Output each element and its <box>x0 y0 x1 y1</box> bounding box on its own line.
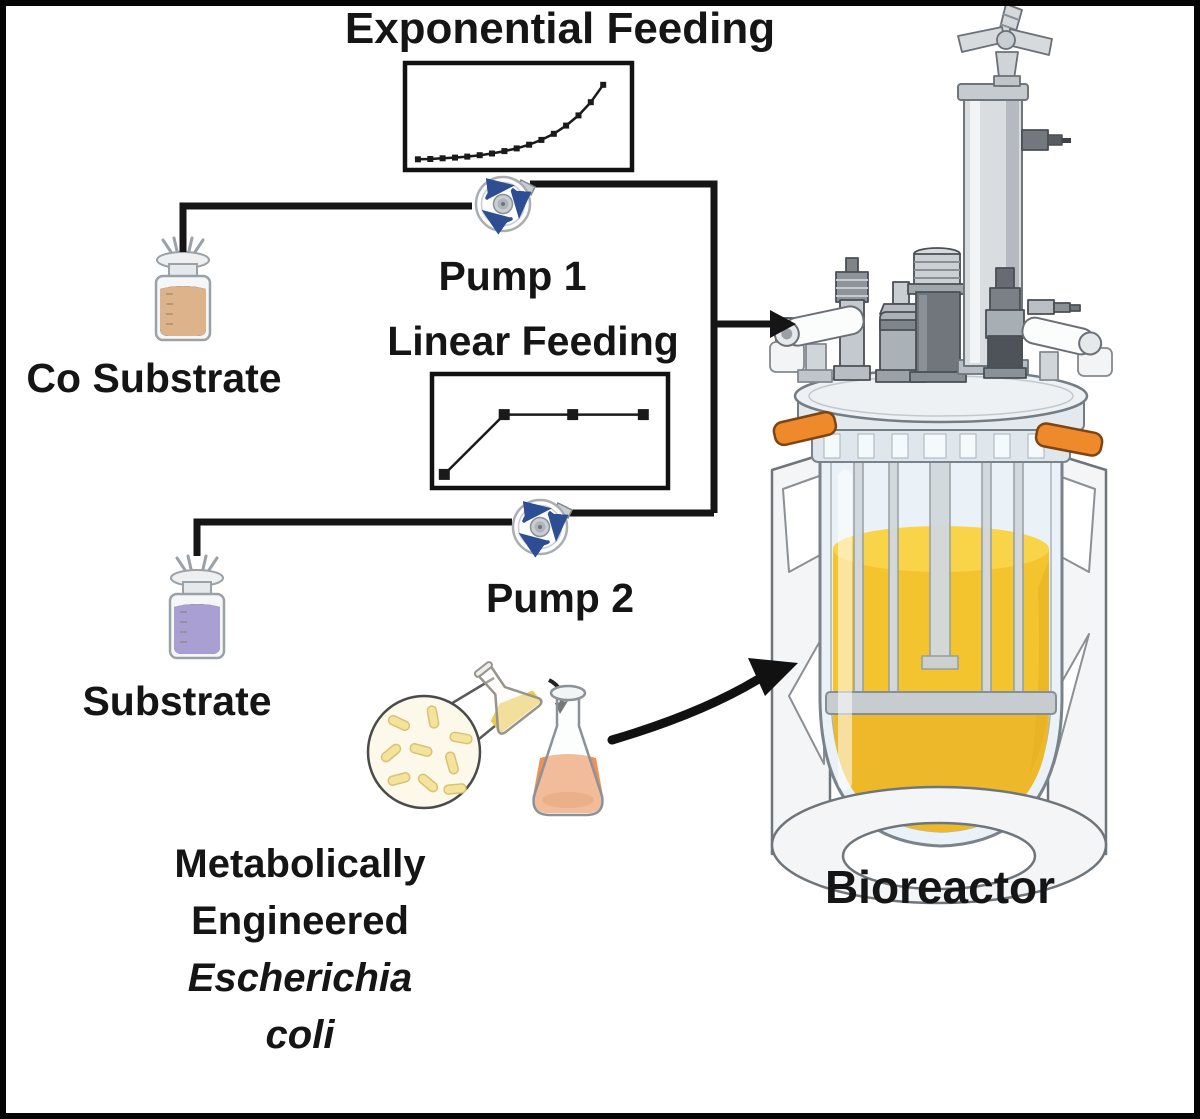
side-port-right <box>1021 316 1103 356</box>
pump1-icon <box>476 177 535 231</box>
stirrer-shaft <box>929 429 951 667</box>
ecoli-line1: Metabolically <box>174 842 426 886</box>
pump2-icon <box>513 500 572 554</box>
exponential-feeding-chart <box>402 60 635 173</box>
pump2-label: Pump 2 <box>485 575 635 621</box>
feed-lines <box>179 180 772 556</box>
bioreactor-label: Bioreactor <box>824 861 1056 913</box>
reactor-feed-arrowhead <box>770 310 796 338</box>
stand-cutout <box>782 474 823 573</box>
bacteria-cells <box>380 705 473 795</box>
top-cross-fitting <box>957 6 1053 87</box>
stand-base <box>770 785 1108 905</box>
inoculation-arrow <box>607 675 762 745</box>
head-plate-fittings <box>769 247 1113 383</box>
co-substrate-line <box>179 202 472 252</box>
column-side-port <box>1021 129 1049 151</box>
pump1-label: Pump 1 <box>438 253 587 299</box>
exponential-feeding-title: Exponential Feeding <box>344 4 776 53</box>
ecoli-line3: Escherichia <box>187 956 413 1000</box>
ecoli-line4: coli <box>265 1013 335 1057</box>
inoculum-illustration <box>366 658 798 817</box>
handle-left <box>772 410 838 447</box>
clamp-ring <box>825 691 1057 715</box>
substrate-line <box>193 518 512 556</box>
ecoli-label: Metabolically Engineered Escherichia col… <box>90 836 510 1064</box>
linear-feeding-chart <box>429 371 671 491</box>
co-substrate-label: Co Substrate <box>26 355 282 401</box>
linear-feeding-title: Linear Feeding <box>387 318 679 364</box>
substrate-bottle-icon <box>168 554 226 660</box>
ecoli-line2: Engineered <box>191 899 409 943</box>
erlenmeyer-flask-icon <box>532 684 604 817</box>
pump1-outlet-line <box>530 180 718 513</box>
bioreactor-illustration <box>769 6 1113 905</box>
handle-right <box>1034 422 1104 457</box>
feed-port <box>773 305 865 347</box>
substrate-label: Substrate <box>82 678 272 724</box>
pouring-flask-icon <box>473 661 543 735</box>
